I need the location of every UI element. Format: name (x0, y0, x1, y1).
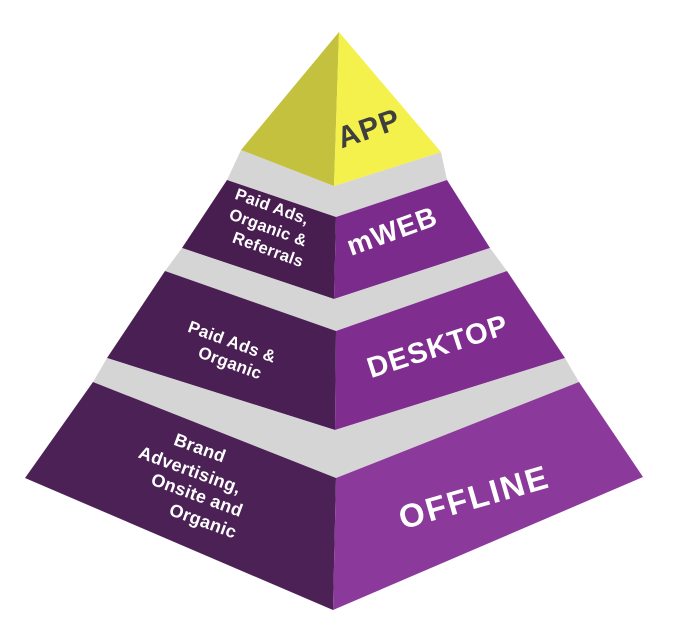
app-left-face (241, 32, 339, 186)
desktop-right-face (335, 271, 565, 430)
offline-left-face (25, 382, 336, 610)
mweb-right-face (334, 180, 490, 299)
desktop-top-band (165, 248, 507, 331)
offline-top-band (93, 358, 579, 478)
offline-right-face (333, 382, 643, 610)
mweb-top-band (227, 150, 447, 217)
app-right-face (334, 32, 441, 186)
mweb-left-face (182, 180, 336, 299)
desktop-left-face (107, 271, 336, 430)
